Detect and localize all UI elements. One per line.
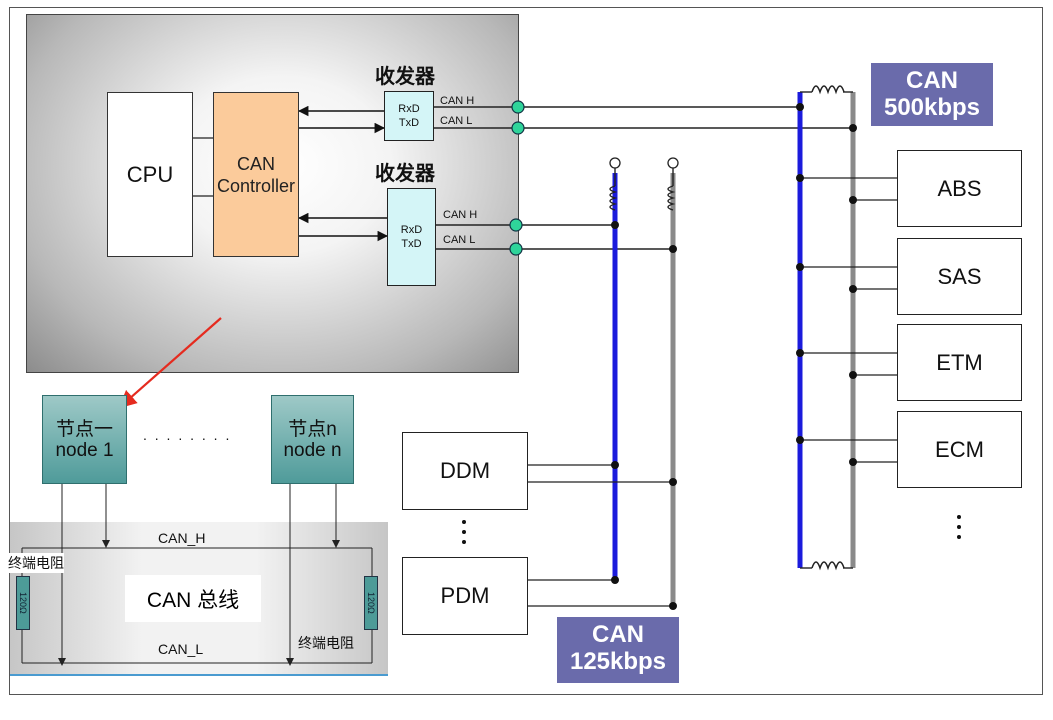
- ecu-ecm: ECM: [897, 411, 1022, 488]
- cpu-block: CPU: [107, 92, 193, 257]
- terminator-label-right: 终端电阻: [298, 635, 354, 651]
- terminator-resistors-125: [609, 168, 676, 211]
- tx1-canh-label: CAN H: [440, 95, 475, 107]
- ecu-label: SAS: [937, 263, 982, 289]
- ecu-etm: ETM: [897, 324, 1022, 401]
- ecu-label: DDM: [439, 458, 491, 483]
- node-first: 节点一 node 1: [42, 395, 127, 484]
- ecu-label: PDM: [440, 583, 490, 608]
- rxd-label: RxD: [400, 224, 423, 236]
- node-gap-dots: . . . . . . . .: [143, 427, 232, 443]
- cpu-label: CPU: [126, 161, 174, 187]
- ecu-taps-125: [528, 464, 673, 607]
- more-ecus-ellipsis: [462, 520, 466, 544]
- terminator-resistor-right: 120Ω: [364, 576, 378, 630]
- resistor-value-label: 120Ω: [18, 592, 28, 614]
- terminator-resistor-left: 120Ω: [16, 576, 30, 630]
- rxd-label: RxD: [398, 103, 420, 115]
- txd-label: TxD: [401, 238, 422, 250]
- badge-125-line1: CAN: [592, 621, 644, 648]
- ecu-ddm: DDM: [402, 432, 528, 510]
- can-bus-title-text: CAN 总线: [146, 588, 240, 612]
- diagram-frame: [9, 7, 1043, 695]
- controller-label-line2: Controller: [216, 175, 296, 196]
- terminal-circle: [609, 157, 621, 169]
- terminator-label-left: 终端电阻: [8, 553, 64, 573]
- terminator-resistor-bottom: [811, 561, 845, 571]
- connector-circles: [509, 100, 525, 256]
- badge-500-line1: CAN: [906, 67, 958, 94]
- ecu-label: ETM: [936, 349, 983, 375]
- txd-label: TxD: [398, 117, 420, 129]
- can-controller-block: CAN Controller: [213, 92, 299, 257]
- badge-can-500: CAN 500kbps: [871, 63, 993, 126]
- pointer-arrow: [118, 317, 222, 409]
- tx2-canh-label: CAN H: [443, 209, 478, 221]
- ecu-sas: SAS: [897, 238, 1022, 315]
- ecu-label: ABS: [937, 175, 982, 201]
- resistor-value-label: 120Ω: [366, 592, 376, 614]
- can-bus-title: CAN 总线: [125, 575, 261, 622]
- transceiver-title-1: 收发器: [375, 66, 435, 88]
- overview-can-l-label: CAN_L: [158, 641, 204, 657]
- ecu-taps-500: [800, 177, 897, 463]
- ecu-pdm: PDM: [402, 557, 528, 635]
- transceiver-1: RxD TxD: [384, 91, 434, 141]
- node-last: 节点n node n: [271, 395, 354, 484]
- badge-500-line2: 500kbps: [883, 94, 981, 121]
- badge-125-line2: 125kbps: [569, 648, 667, 675]
- tx1-canl-label: CAN L: [440, 115, 473, 127]
- terminal-circle: [667, 157, 679, 169]
- node-first-en: node 1: [55, 439, 114, 461]
- more-ecus-ellipsis: [957, 515, 961, 539]
- tx2-canl-label: CAN L: [443, 234, 476, 246]
- node-first-cn: 节点一: [55, 418, 113, 440]
- overview-can-h-label: CAN_H: [158, 530, 206, 546]
- node-last-cn: 节点n: [288, 418, 337, 440]
- terminator-resistor-top: [811, 85, 845, 95]
- ecu-label: ECM: [935, 436, 984, 462]
- node-last-en: node n: [283, 439, 342, 461]
- junction-dots: [611, 103, 857, 610]
- ecu-abs: ABS: [897, 150, 1022, 227]
- transceiver-title-2: 收发器: [375, 163, 435, 185]
- controller-label-line1: CAN: [236, 153, 275, 174]
- badge-can-125: CAN 125kbps: [557, 617, 679, 683]
- transceiver-2: RxD TxD: [387, 188, 436, 286]
